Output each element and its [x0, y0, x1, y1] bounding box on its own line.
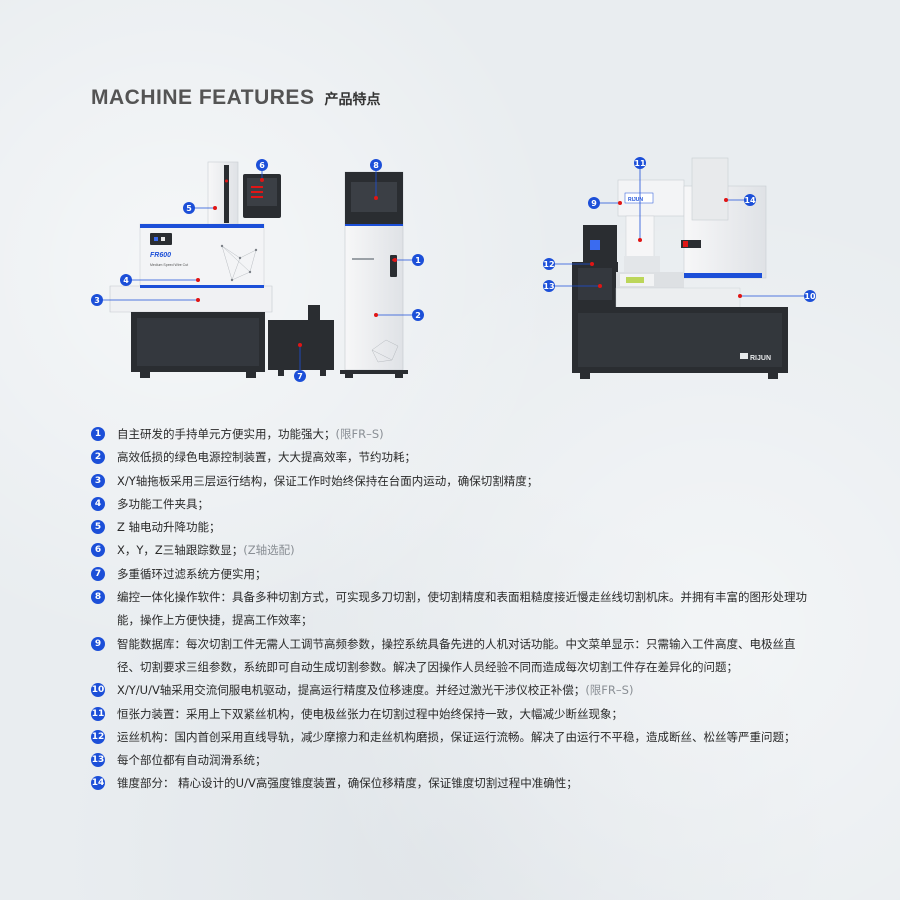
feature-number: 5 — [91, 520, 105, 535]
feature-item: 4 多功能工件夹具； — [91, 493, 811, 516]
feature-item: 11 恒张力装置：采用上下双紧丝机构，使电极丝张力在切割过程中始终保持一致，大幅减… — [91, 703, 811, 726]
feature-item: 9 智能数据库：每次切割工件无需人工调节高频参数，操控系统具备先进的人机对话功能。… — [91, 633, 811, 680]
callout-13: 13 — [543, 282, 554, 291]
callout-3: 3 — [94, 296, 100, 305]
feature-number: 12 — [91, 729, 105, 744]
title-chinese: 产品特点 — [324, 92, 381, 108]
feature-text: 高效低损的绿色电源控制装置，大大提高效率，节约功耗； — [117, 450, 416, 465]
page-title: MACHINE FEATURES 产品特点 — [91, 86, 380, 110]
feature-text: 自主研发的手持单元方便实用，功能强大； — [117, 427, 336, 441]
feature-number: 1 — [91, 427, 105, 441]
left-machine: FR600 Medium Speed Wire Cut — [109, 161, 408, 378]
feature-text: 运丝机构：国内首创采用直线导轨，减少摩擦力和走丝机构磨损，保证运行流畅。解决了由… — [117, 729, 796, 744]
feature-number: 11 — [91, 706, 105, 721]
right-machine: RIJUN RIJUN — [572, 157, 788, 379]
feature-text: X/Y/U/V轴采用交流伺服电机驱动，提高运行精度及位移速度。并经过激光干涉仪校… — [117, 683, 586, 698]
feature-text: 编控一体化操作软件：具备多种切割方式，可实现多刀切割，使切割精度和表面粗糙度接近… — [117, 590, 807, 628]
feature-number: 3 — [91, 473, 105, 488]
feature-number: 4 — [91, 496, 105, 511]
feature-item: 13 每个部位都有自动润滑系统； — [91, 749, 811, 772]
callout-14: 14 — [744, 196, 756, 205]
callout-8: 8 — [373, 161, 379, 170]
callout-9: 9 — [591, 199, 597, 208]
feature-number: 6 — [91, 543, 105, 558]
feature-text: 锥度部分： 精心设计的U/V高强度锥度装置，确保位移精度，保证锥度切割过程中准确… — [117, 776, 578, 791]
feature-item: 3 X/Y轴拖板采用三层运行结构，保证工作时始终保持在台面内运动，确保切割精度； — [91, 470, 811, 493]
feature-item: 12 运丝机构：国内首创采用直线导轨，减少摩擦力和走丝机构磨损，保证运行流畅。解决… — [91, 726, 811, 749]
feature-item: 7 多重循环过滤系统方便实用； — [91, 563, 811, 586]
feature-item: 14 锥度部分： 精心设计的U/V高强度锥度装置，确保位移精度，保证锥度切割过程中… — [91, 772, 811, 795]
feature-item: 8 编控一体化操作软件：具备多种切割方式，可实现多刀切割，使切割精度和表面粗糙度接… — [91, 586, 811, 633]
feature-number: 14 — [91, 776, 105, 791]
feature-number: 8 — [91, 590, 105, 605]
panel-brand: RIJUN — [628, 197, 643, 203]
feature-text: 多功能工件夹具； — [117, 496, 209, 511]
feature-text: 每个部位都有自动润滑系统； — [117, 753, 267, 768]
callout-10: 10 — [804, 292, 816, 301]
feature-number: 9 — [91, 636, 105, 651]
callout-7: 7 — [297, 372, 303, 381]
feature-text: Z 轴电动升降功能； — [117, 520, 221, 535]
feature-item: 6 X，Y，Z三轴跟踪数显；(Z轴选配) — [91, 539, 811, 562]
callout-4: 4 — [123, 276, 129, 285]
feature-number: 10 — [91, 683, 105, 698]
feature-text: 恒张力装置：采用上下双紧丝机构，使电极丝张力在切割过程中始终保持一致，大幅减少断… — [117, 706, 623, 721]
callout-5: 5 — [186, 204, 192, 213]
feature-item: 2 高效低损的绿色电源控制装置，大大提高效率，节约功耗； — [91, 446, 811, 469]
callout-11: 11 — [634, 159, 646, 168]
feature-item: 5 Z 轴电动升降功能； — [91, 516, 811, 539]
feature-note: (限FR–S) — [585, 683, 634, 698]
title-english: MACHINE FEATURES — [91, 86, 315, 109]
feature-text: X，Y，Z三轴跟踪数显； — [117, 543, 244, 558]
feature-item: 10 X/Y/U/V轴采用交流伺服电机驱动，提高运行精度及位移速度。并经过激光干涉… — [91, 679, 811, 702]
feature-text: X/Y轴拖板采用三层运行结构，保证工作时始终保持在台面内运动，确保切割精度； — [117, 473, 539, 488]
feature-item: 1 自主研发的手持单元方便实用，功能强大；(限FR–S) — [91, 423, 811, 446]
right-callouts: 9 11 14 12 13 10 — [543, 157, 816, 302]
feature-text: 智能数据库：每次切割工件无需人工调节高频参数，操控系统具备先进的人机对话功能。中… — [117, 636, 796, 674]
left-callouts: 5 6 4 3 8 1 2 7 — [91, 159, 424, 382]
callout-2: 2 — [415, 311, 421, 320]
feature-text: 多重循环过滤系统方便实用； — [117, 566, 267, 581]
callout-1: 1 — [415, 256, 421, 265]
model-subtitle: Medium Speed Wire Cut — [150, 263, 188, 267]
machine-illustration: FR600 Medium Speed Wire Cut — [91, 157, 816, 382]
feature-number: 2 — [91, 450, 105, 465]
feature-note: (限FR–S) — [335, 427, 384, 441]
callout-12: 12 — [543, 260, 554, 269]
model-label: FR600 — [150, 252, 171, 259]
callout-6: 6 — [259, 161, 265, 170]
feature-number: 13 — [91, 753, 105, 768]
base-brand: RIJUN — [750, 355, 771, 362]
feature-note: (Z轴选配) — [243, 543, 295, 558]
feature-number: 7 — [91, 566, 105, 581]
